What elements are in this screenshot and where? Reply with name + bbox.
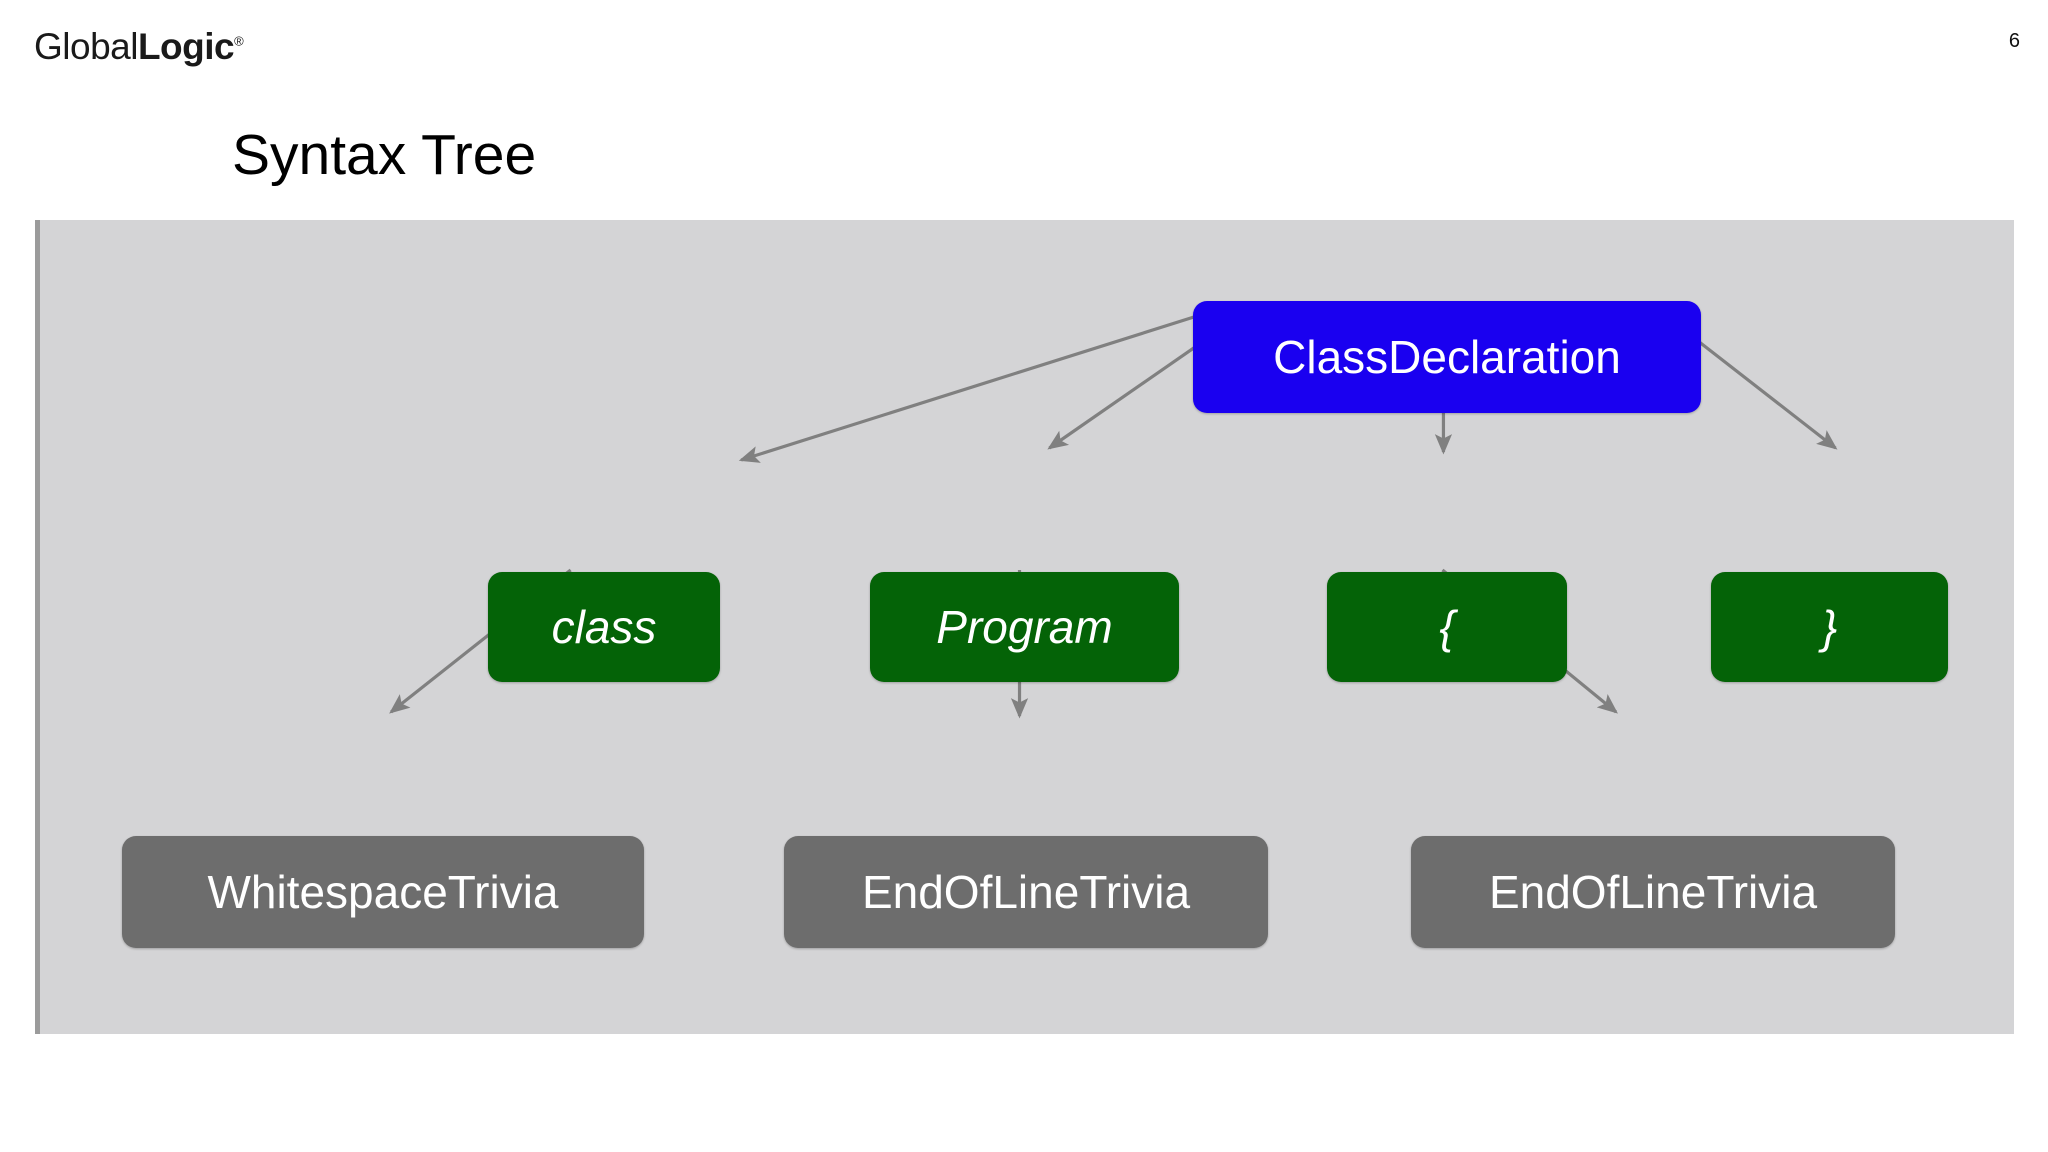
globallogic-logo: GlobalLogic®: [34, 26, 244, 68]
node-whitespacetrivia[interactable]: WhitespaceTrivia: [122, 836, 644, 948]
page-number: 6: [2008, 30, 2020, 52]
page-title: Syntax Tree: [232, 123, 537, 187]
node-label: Program: [936, 601, 1113, 653]
trademark-icon: ®: [234, 33, 244, 49]
edge-root-to-class: [738, 314, 1198, 463]
node-label: EndOfLineTrivia: [861, 866, 1191, 918]
logo-text-global: Global: [34, 26, 138, 67]
node-label: WhitespaceTrivia: [207, 866, 559, 918]
node-label: EndOfLineTrivia: [1488, 866, 1818, 918]
node-open-brace[interactable]: {: [1327, 572, 1567, 682]
node-label: ClassDeclaration: [1273, 331, 1621, 383]
node-label: class: [551, 601, 657, 653]
node-close-brace[interactable]: }: [1711, 572, 1948, 682]
node-classdeclaration[interactable]: ClassDeclaration: [1193, 301, 1701, 413]
syntax-tree-panel: ClassDeclaration class Program { } White…: [35, 220, 2014, 1034]
node-class[interactable]: class: [488, 572, 720, 682]
node-endoflinetrivia-2[interactable]: EndOfLineTrivia: [1411, 836, 1895, 948]
node-label: }: [1821, 601, 1838, 653]
node-endoflinetrivia-1[interactable]: EndOfLineTrivia: [784, 836, 1268, 948]
node-program[interactable]: Program: [870, 572, 1179, 682]
logo-text-logic: Logic: [137, 26, 235, 67]
node-label: {: [1439, 601, 1455, 653]
